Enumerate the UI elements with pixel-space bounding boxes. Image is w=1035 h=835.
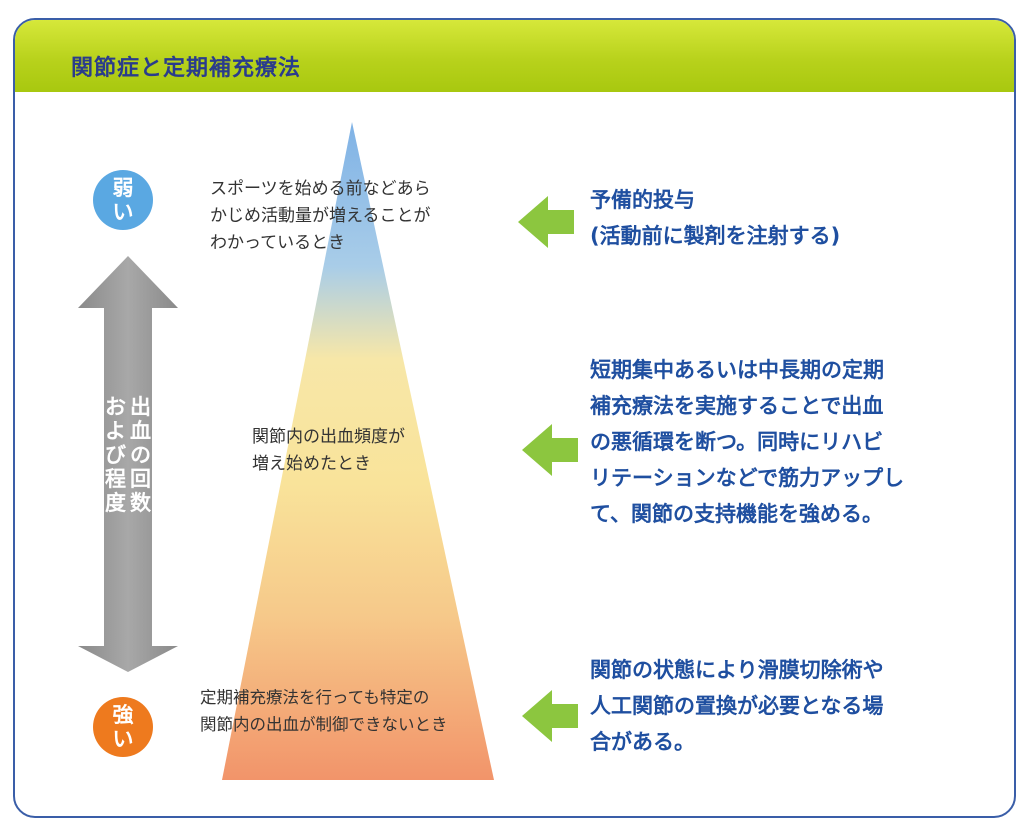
pointer-arrow-icon (522, 424, 578, 476)
axis-label-char: 数 (130, 491, 151, 515)
situation-text: 定期補充療法を行っても特定の 関節内の出血が制御できないとき (200, 684, 448, 738)
treatment-line: 人工関節の置換が必要となる場 (590, 694, 884, 718)
situation-line: 定期補充療法を行っても特定の (200, 688, 430, 707)
weak-label-line: い (112, 200, 134, 224)
axis-label-char: よ (105, 419, 126, 443)
axis-label-char: 度 (105, 491, 126, 515)
header-bar (15, 20, 1014, 92)
treatment-text: 予備的投与 (活動前に製剤を注射する) (590, 182, 840, 254)
situation-line: 関節内の出血頻度が (252, 427, 405, 447)
treatment-line: (活動前に製剤を注射する) (590, 224, 841, 248)
axis-label-char: の (130, 443, 151, 467)
strong-label-line: い (112, 727, 134, 751)
treatment-line: 合がある。 (590, 730, 695, 754)
pointer-arrow-icon (518, 196, 574, 248)
axis-label-char: 血 (130, 419, 151, 443)
strong-label-line: 強 (112, 703, 134, 727)
axis-label-char: お (105, 395, 126, 419)
treatment-line: て、関節の支持機能を強める。 (590, 502, 883, 526)
treatment-text: 関節の状態により滑膜切除術や 人工関節の置換が必要となる場 合がある。 (590, 652, 884, 760)
treatment-line: 関節の状態により滑膜切除術や (590, 658, 884, 682)
situation-text: 関節内の出血頻度が 増え始めたとき (252, 424, 405, 478)
treatment-line: 短期集中あるいは中長期の定期 (590, 358, 884, 382)
axis-label-char: び (105, 443, 126, 467)
treatment-line: 予備的投与 (590, 188, 695, 212)
strong-indicator: 強 い (93, 697, 153, 757)
treatment-line: リテーションなどで筋力アップし (590, 466, 905, 490)
diagram-frame: 関節症と定期補充療法 (13, 18, 1016, 818)
situation-line: 関節内の出血が制御できないとき (200, 715, 448, 734)
situation-line: わかっているとき (210, 233, 346, 253)
axis-label-column: 出 血 の 回 数 (130, 395, 151, 525)
weak-indicator: 弱 い (93, 170, 153, 230)
situation-line: かじめ活動量が増えることが (210, 206, 431, 226)
treatment-line: 補充療法を実施することで出血 (590, 394, 884, 418)
weak-label-line: 弱 (112, 176, 134, 200)
axis-label: 出 血 の 回 数 お よ び 程 度 (98, 395, 158, 525)
treatment-text: 短期集中あるいは中長期の定期 補充療法を実施することで出血 の悪循環を断つ。同時… (590, 352, 904, 532)
severity-pyramid (222, 122, 494, 780)
page-title: 関節症と定期補充療法 (71, 56, 302, 81)
axis-label-char: 回 (130, 467, 151, 491)
treatment-line: の悪循環を断つ。同時にリハビ (590, 430, 884, 454)
severity-axis-arrow-icon (78, 256, 178, 672)
situation-line: 増え始めたとき (252, 454, 371, 474)
situation-text: スポーツを始める前などあら かじめ活動量が増えることが わかっているとき (210, 176, 431, 257)
axis-label-char: 程 (105, 467, 126, 491)
situation-line: スポーツを始める前などあら (210, 179, 431, 199)
axis-label-column: お よ び 程 度 (105, 395, 126, 525)
pointer-arrow-icon (522, 690, 578, 742)
axis-label-char: 出 (130, 395, 151, 419)
